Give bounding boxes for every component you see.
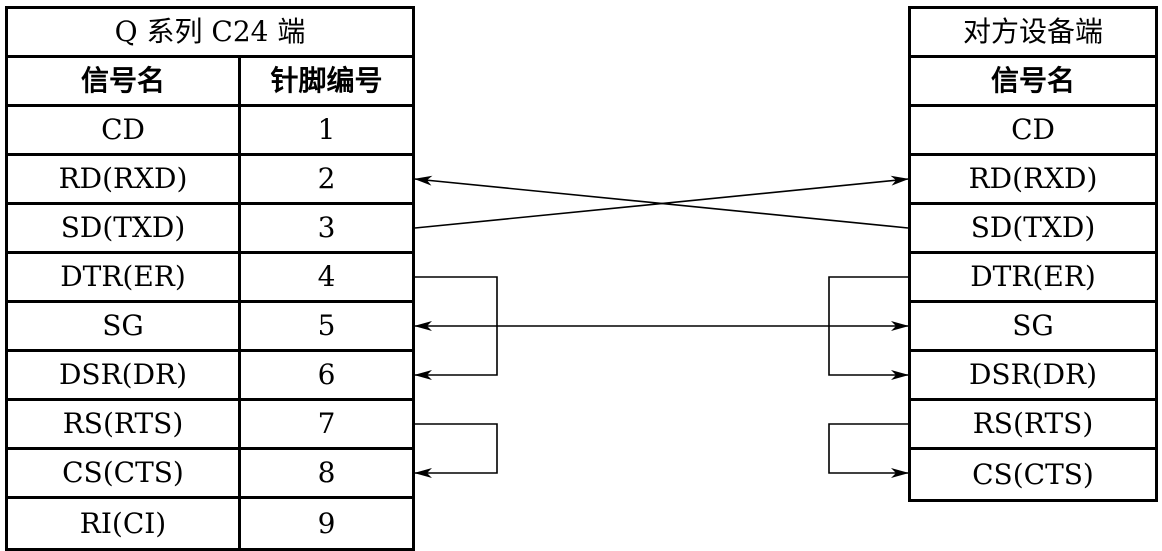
right-table-title: 对方设备端 xyxy=(911,9,1155,58)
signal-cell: DTR(ER) xyxy=(8,254,241,300)
table-row: SD(TXD) 3 xyxy=(8,205,412,254)
signal-cell: SG xyxy=(1012,309,1054,342)
signal-cell: RD(RXD) xyxy=(8,156,241,202)
signal-cell: RD(RXD) xyxy=(968,162,1098,195)
pin-cell: 3 xyxy=(317,211,336,244)
table-row: RS(RTS) xyxy=(911,401,1155,450)
connection-right-RS(RTS)-to-right-CS(CTS) xyxy=(828,423,909,478)
signal-cell: DSR(DR) xyxy=(8,352,241,398)
signal-cell: SD(TXD) xyxy=(8,205,241,251)
signal-cell: SG xyxy=(8,303,241,349)
connection-right-SD(TXD)-to-left-RD(RXD) xyxy=(414,175,909,229)
signal-cell: CS(CTS) xyxy=(972,457,1094,491)
signal-cell: DSR(DR) xyxy=(968,358,1098,391)
right-table: 对方设备端 信号名 CD RD(RXD) SD(TXD) DTR(ER) SG DSR(D… xyxy=(908,6,1158,502)
table-row: RD(RXD) xyxy=(911,156,1155,205)
table-row: CS(CTS) 8 xyxy=(8,450,412,499)
connection-right-DTR(ER)-to-right-DSR(DR) xyxy=(828,276,909,380)
pin-cell: 1 xyxy=(317,113,336,146)
pin-cell: 8 xyxy=(317,456,336,489)
pin-cell: 4 xyxy=(317,260,336,293)
pin-cell: 7 xyxy=(317,407,336,440)
left-table-header-row: 信号名 针脚编号 xyxy=(8,58,412,107)
signal-cell: RI(CI) xyxy=(8,499,241,548)
signal-cell: CD xyxy=(1011,113,1055,146)
connection-left-SD(TXD)-to-right-RD(RXD) xyxy=(414,175,909,229)
signal-cell: RS(RTS) xyxy=(8,401,241,447)
left-header-signal-name: 信号名 xyxy=(8,58,241,104)
table-row: SD(TXD) xyxy=(911,205,1155,254)
table-row: SG xyxy=(911,303,1155,352)
signal-cell: DTR(ER) xyxy=(970,260,1096,293)
right-header-signal-name: 信号名 xyxy=(990,64,1075,97)
table-row: DSR(DR) 6 xyxy=(8,352,412,401)
signal-cell: RS(RTS) xyxy=(972,407,1094,440)
pin-cell: 2 xyxy=(317,162,336,195)
right-table-header-row: 信号名 xyxy=(911,58,1155,107)
table-row: CD xyxy=(911,107,1155,156)
pin-cell: 6 xyxy=(317,358,336,391)
left-header-pin-number: 针脚编号 xyxy=(270,64,383,97)
pin-cell: 9 xyxy=(317,506,336,540)
table-row: RD(RXD) 2 xyxy=(8,156,412,205)
table-row: DTR(ER) xyxy=(911,254,1155,303)
signal-cell: CS(CTS) xyxy=(8,450,241,496)
table-row: CD 1 xyxy=(8,107,412,156)
table-row: RI(CI) 9 xyxy=(8,499,412,548)
signal-cell: CD xyxy=(8,107,241,153)
left-table-title: Q 系列 C24 端 xyxy=(8,9,412,58)
pin-cell: 5 xyxy=(317,309,336,342)
table-row: DTR(ER) 4 xyxy=(8,254,412,303)
connection-left-RS(RTS)-to-left-CS(CTS) xyxy=(414,423,498,478)
table-row: RS(RTS) 7 xyxy=(8,401,412,450)
table-row: SG 5 xyxy=(8,303,412,352)
table-row: DSR(DR) xyxy=(911,352,1155,401)
table-row: CS(CTS) xyxy=(911,450,1155,499)
signal-cell: SD(TXD) xyxy=(970,211,1096,244)
connection-left-DTR(ER)-to-left-DSR(DR) xyxy=(414,276,498,380)
